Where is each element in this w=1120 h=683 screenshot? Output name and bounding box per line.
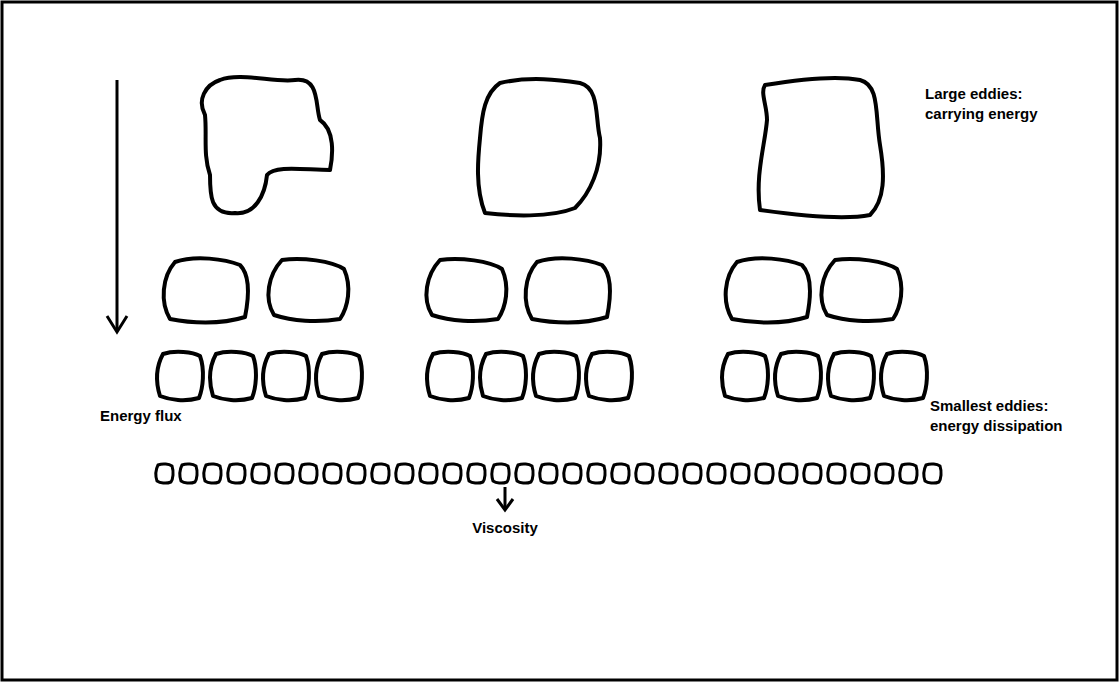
label-text: Energy flux xyxy=(100,406,182,426)
smallest-eddies xyxy=(156,464,941,483)
viscosity-arrow xyxy=(497,487,513,510)
label-text: Viscosity xyxy=(405,518,605,538)
label-text: Large eddies: carrying energy xyxy=(925,84,1075,125)
eddies xyxy=(157,77,927,400)
flux-arrow xyxy=(107,80,127,332)
label-text: Smallest eddies: energy dissipation xyxy=(930,396,1080,437)
